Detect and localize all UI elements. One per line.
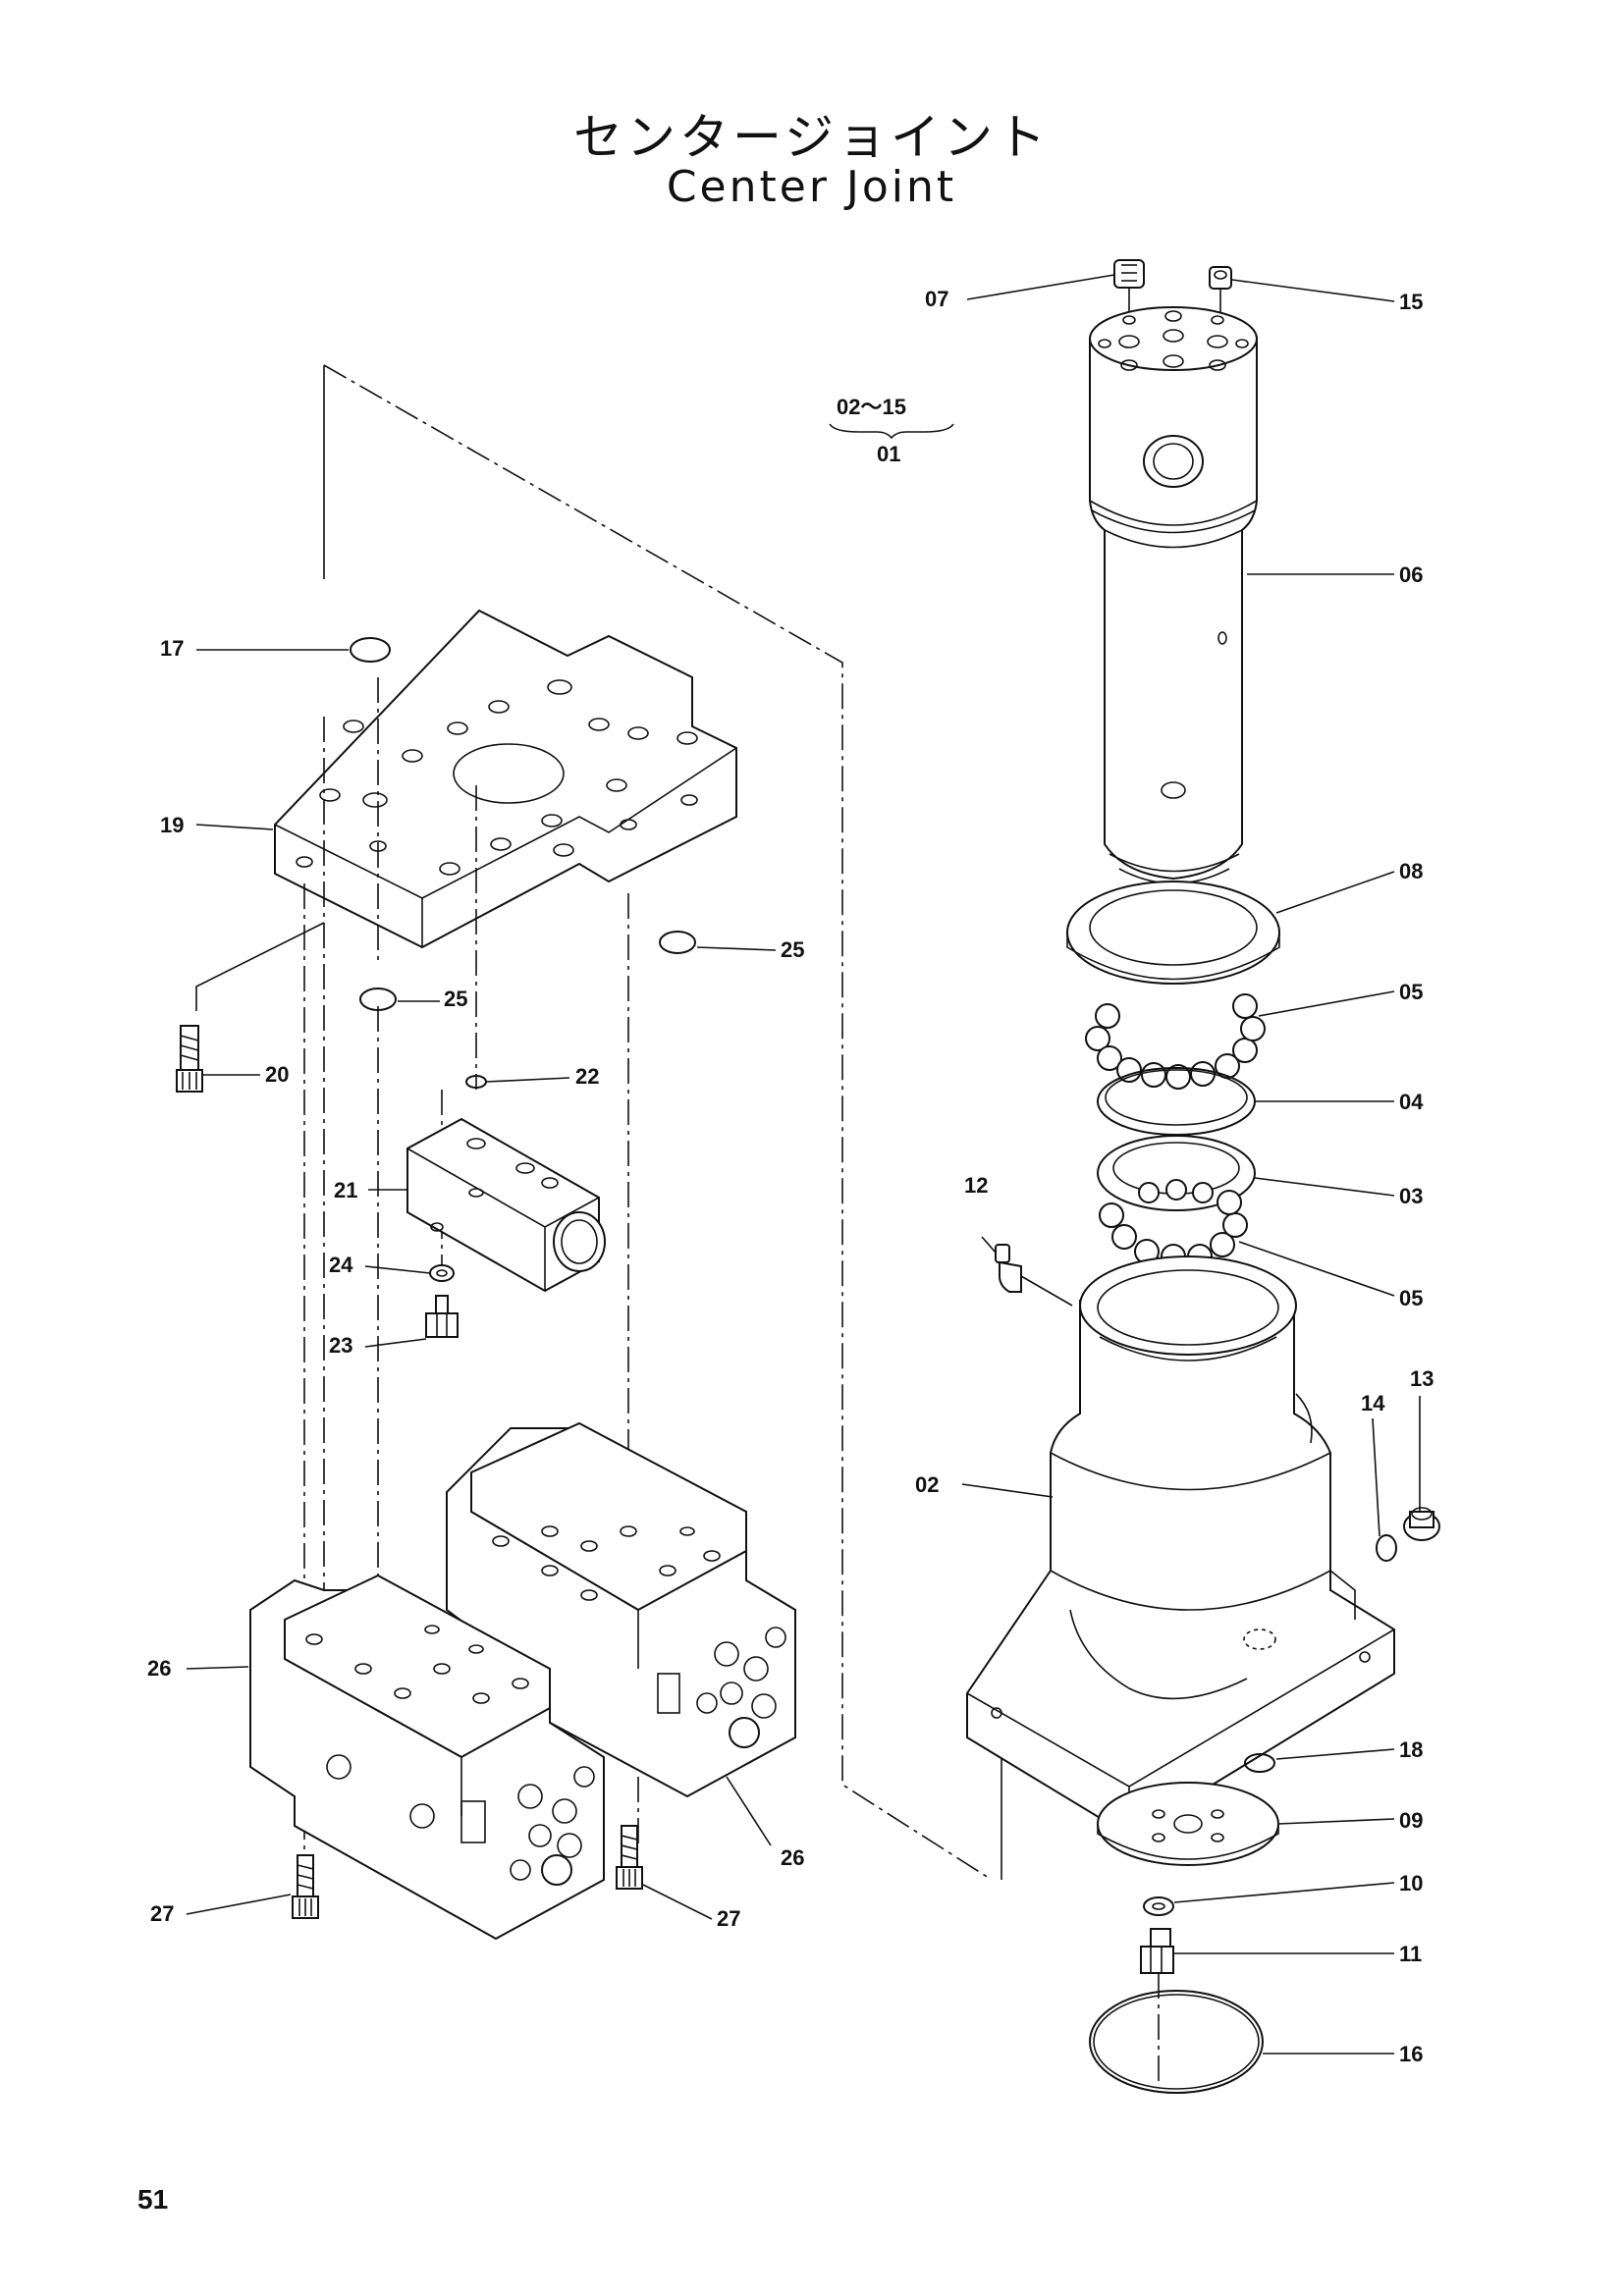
bolt-11 [1140,1928,1174,1974]
label-15: 15 [1399,290,1423,314]
washer-10 [1143,1896,1174,1916]
note-denominator: 01 [877,442,900,466]
note-numerator: 02～15 [837,395,906,419]
o-ring-14 [1376,1534,1397,1562]
o-ring-16 [1089,1990,1264,2094]
plate-bolt-holes [296,679,698,876]
label-26-right: 26 [781,1845,804,1870]
assembly-frame [195,364,1002,1881]
plug-13 [1403,1507,1440,1541]
spindle-06 [1089,306,1258,884]
cover-09 [1097,1782,1279,1866]
o-ring-25-left [359,988,397,1011]
label-16: 16 [1399,2042,1423,2066]
label-09: 09 [1399,1808,1423,1833]
label-13: 13 [1410,1366,1434,1391]
seal-08 [1066,881,1280,985]
label-27-left: 27 [150,1901,174,1926]
label-03: 03 [1399,1184,1423,1208]
label-07: 07 [925,287,948,311]
bolt-27-left [292,1854,319,1919]
label-14: 14 [1361,1391,1385,1415]
leader-lines [186,274,1421,2055]
label-06: 06 [1399,562,1423,587]
o-ring-25-right [659,931,696,954]
set-screw-15 [1209,266,1232,290]
label-10: 10 [1399,1871,1423,1896]
label-08: 08 [1399,859,1423,883]
housing-02 [966,1255,1395,1838]
label-12: 12 [964,1173,988,1198]
page-number: 51 [137,2184,169,2215]
valve-block-21 [406,1117,606,1293]
label-25-left: 25 [444,987,467,1011]
bolt-20 [176,1025,203,1093]
race-03 [1097,1135,1256,1211]
title-japanese: センタージョイント [573,109,1050,166]
title-english: Center Joint [666,162,957,212]
label-11: 11 [1399,1942,1422,1966]
label-02: 02 [915,1472,939,1497]
upper-plate [274,609,737,949]
label-19: 19 [160,813,184,837]
label-24: 24 [329,1253,353,1277]
label-22: 22 [575,1064,599,1089]
label-17: 17 [160,636,184,661]
ball-bearings-05-lower [1099,1179,1248,1269]
part-labels: 17 19 25 25 20 22 21 24 23 26 26 27 27 0… [147,287,1434,2066]
label-18: 18 [1399,1737,1423,1762]
o-ring-18 [1244,1753,1275,1773]
label-05-lower: 05 [1399,1286,1423,1310]
o-ring-17 [350,637,391,663]
assembly-note: 02～15 01 [829,395,954,466]
label-21: 21 [334,1178,357,1202]
label-05-upper: 05 [1399,980,1423,1004]
label-20: 20 [265,1062,289,1087]
plug-23 [425,1295,459,1338]
label-27-right: 27 [717,1906,740,1931]
label-04: 04 [1399,1090,1424,1114]
label-26-left: 26 [147,1656,171,1681]
bolt-27-right [616,1825,643,1890]
label-25-right: 25 [781,937,804,962]
label-23: 23 [329,1333,352,1358]
set-screw-07 [1113,259,1145,289]
elbow-fitting-12 [995,1244,1073,1307]
ball-bearings-05-upper [1085,993,1266,1090]
washer-24 [429,1264,455,1282]
valve-26-front [249,1574,605,1941]
